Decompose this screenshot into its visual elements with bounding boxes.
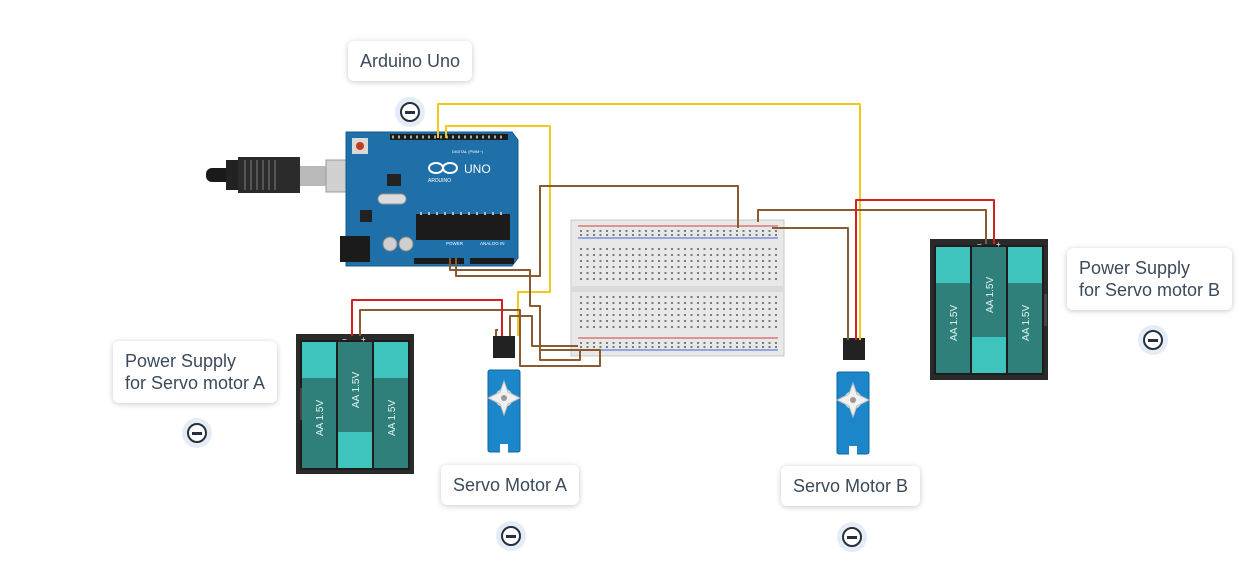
usb-cable[interactable] — [206, 157, 367, 193]
battery-b-plus-terminal: + — [996, 240, 1001, 249]
board-logo-text: UNO — [464, 162, 491, 176]
battery-pack-a[interactable]: AA 1.5V AA 1.5V AA 1.5V − + — [296, 334, 414, 474]
battery-b-cell-1-label: AA 1.5V — [949, 305, 960, 341]
callout-arduino-uno[interactable]: Arduino Uno — [348, 41, 473, 81]
board-analog-text: ANALOG IN — [480, 241, 505, 246]
breadboard[interactable] — [570, 219, 785, 357]
servo-motor-a[interactable] — [486, 336, 522, 456]
battery-a-minus-terminal: − — [342, 335, 347, 344]
wire-red-battery-a[interactable] — [351, 299, 503, 336]
wire-brown-gnd-1[interactable] — [455, 185, 739, 277]
battery-b-cell-2-label: AA 1.5V — [985, 277, 996, 313]
battery-b-minus-terminal: − — [977, 240, 982, 249]
wire-yellow-servo-b[interactable] — [437, 103, 861, 340]
wire-brown-gnd-2[interactable] — [449, 258, 581, 361]
board-digital-text: DIGITAL (PWM~) — [452, 149, 484, 154]
servo-motor-b[interactable] — [835, 338, 871, 458]
board-brand-text: ARDUINO — [428, 178, 451, 184]
minus-circle-icon[interactable] — [398, 100, 422, 124]
callout-power-supply-a[interactable]: Power Supply for Servo motor A — [113, 341, 278, 403]
callout-servo-motor-b[interactable]: Servo Motor B — [781, 466, 921, 506]
battery-b-cell-3-label: AA 1.5V — [1021, 305, 1032, 341]
battery-a-cell-2-label: AA 1.5V — [351, 372, 362, 408]
minus-circle-icon[interactable] — [1141, 328, 1165, 352]
battery-pack-b[interactable]: AA 1.5V AA 1.5V AA 1.5V − + — [930, 239, 1048, 380]
arduino-uno-board[interactable]: UNO ARDUINO DIGITAL (PWM~) POWER ANALOG … — [340, 131, 519, 267]
wire-brown-servo-a[interactable] — [495, 329, 498, 336]
callout-power-supply-b[interactable]: Power Supply for Servo motor B — [1067, 248, 1233, 310]
battery-a-cell-1-label: AA 1.5V — [315, 400, 326, 436]
minus-circle-icon[interactable] — [499, 524, 523, 548]
board-power-text: POWER — [446, 241, 464, 246]
minus-circle-icon[interactable] — [185, 421, 209, 445]
battery-a-plus-terminal: + — [361, 335, 366, 344]
wire-brown-gnd-5[interactable] — [757, 209, 987, 244]
wire-brown-gnd-4[interactable] — [772, 227, 849, 340]
wire-brown-servo-a-2[interactable] — [509, 315, 578, 347]
wires[interactable] — [351, 103, 995, 367]
wire-brown-gnd-3[interactable] — [359, 309, 601, 367]
wire-red-battery-b[interactable] — [855, 199, 995, 340]
minus-circle-icon[interactable] — [840, 525, 864, 549]
battery-a-cell-3-label: AA 1.5V — [387, 400, 398, 436]
wire-yellow-servo-a[interactable] — [445, 125, 551, 336]
callout-servo-motor-a[interactable]: Servo Motor A — [441, 465, 580, 505]
